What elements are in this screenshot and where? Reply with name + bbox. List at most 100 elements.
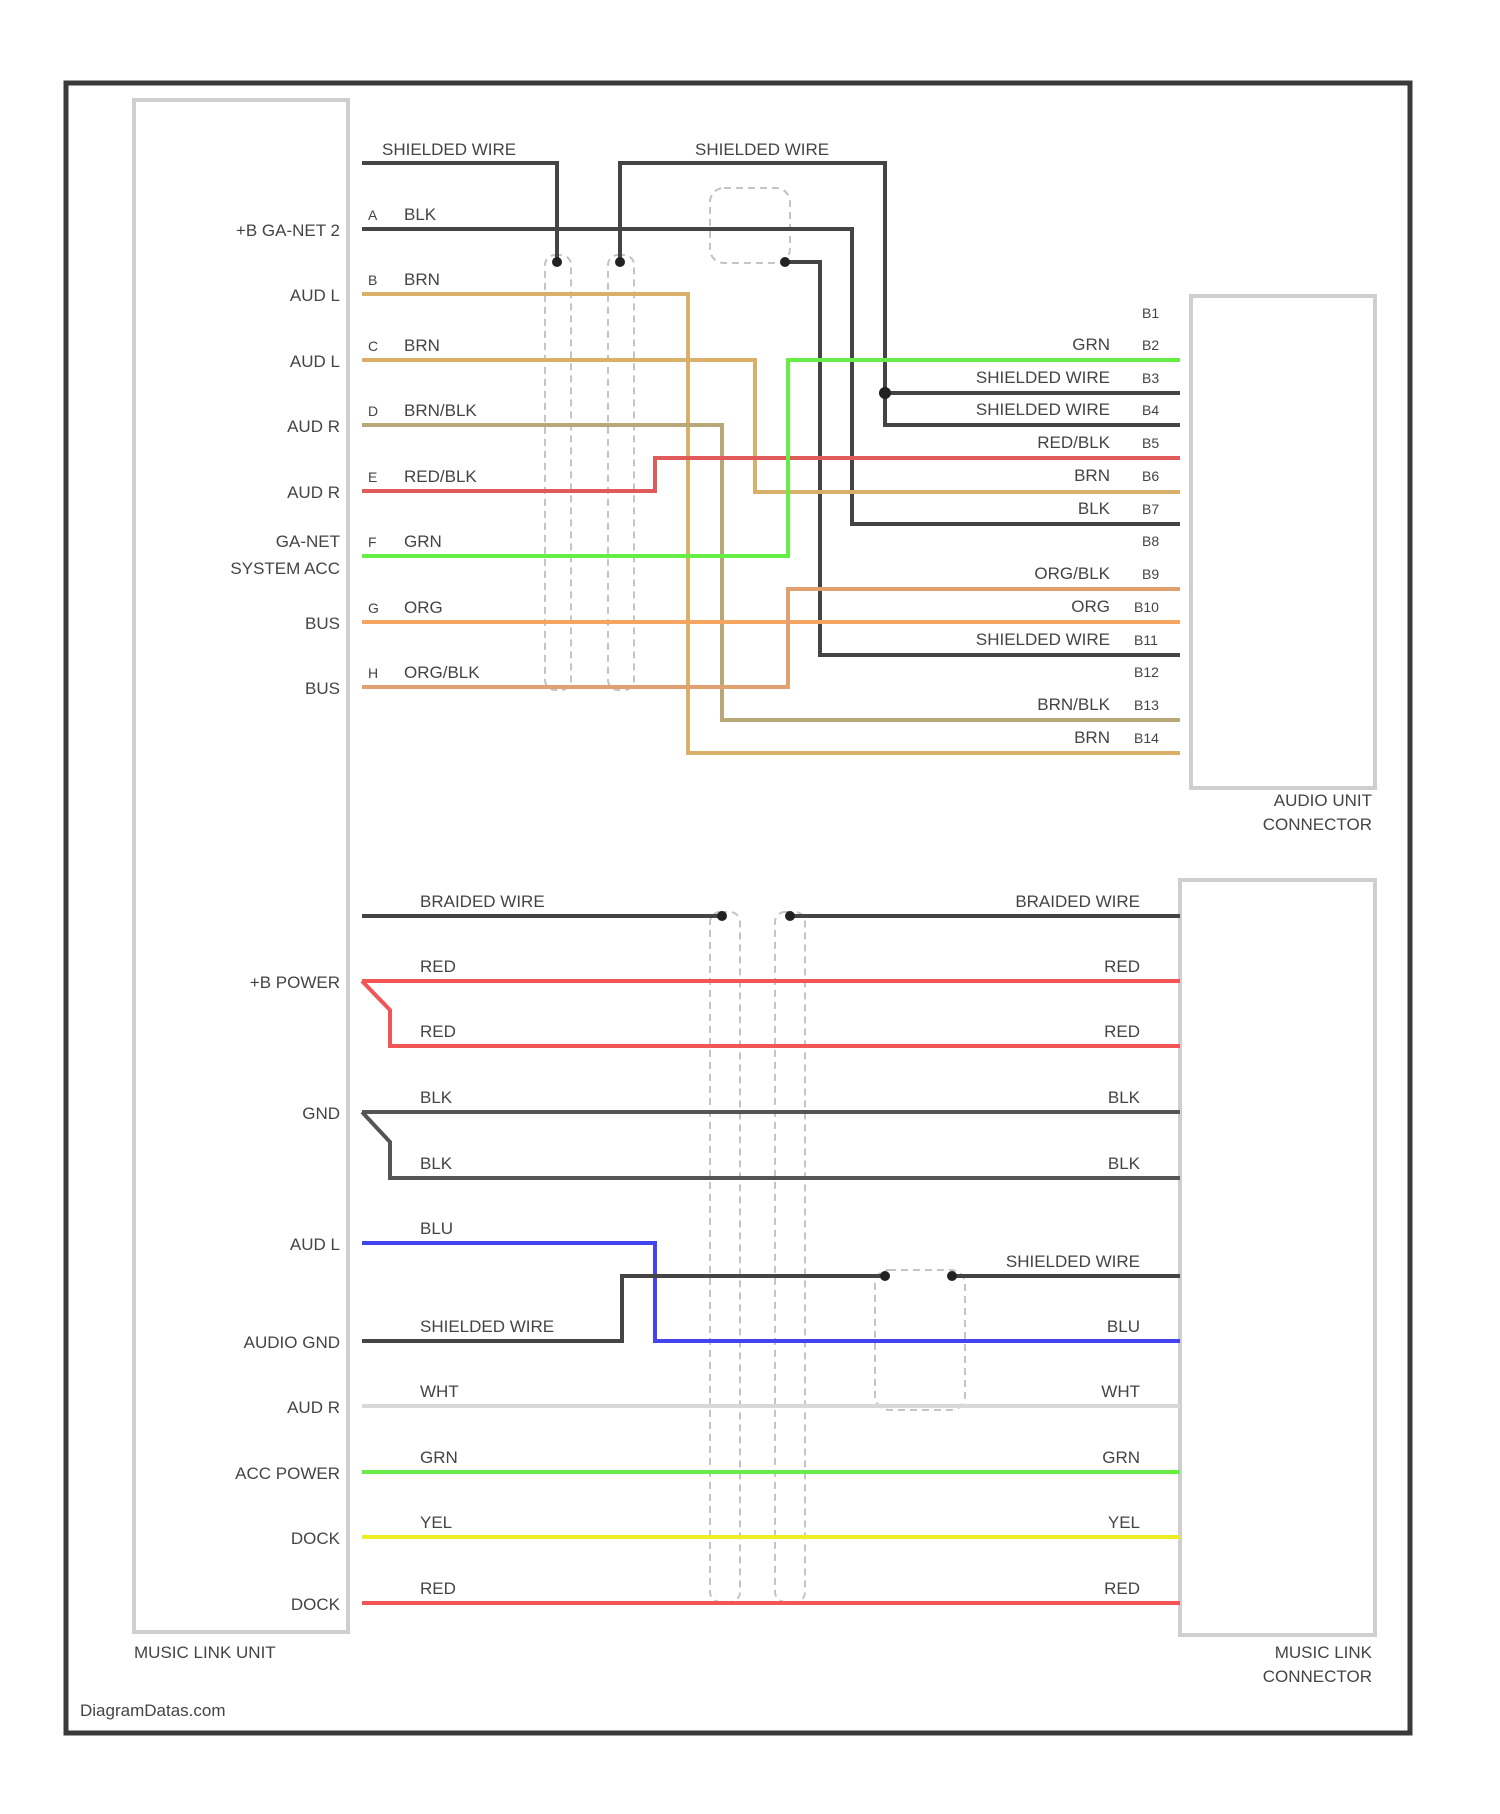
connector-pin: B3 bbox=[1142, 370, 1159, 386]
connector-pin: B14 bbox=[1134, 730, 1159, 746]
pin-label: AUD L bbox=[290, 1235, 340, 1254]
wire-color-label: RED bbox=[420, 1022, 456, 1041]
splice-dot bbox=[947, 1271, 957, 1281]
wire-color-label: BLK bbox=[420, 1088, 453, 1107]
shield-marker bbox=[775, 912, 805, 1602]
pin-label: SYSTEM ACC bbox=[230, 559, 340, 578]
wire-blk-2 bbox=[362, 1112, 1180, 1178]
wire-color-label: YEL bbox=[1108, 1513, 1140, 1532]
music-link-connector-title: MUSIC LINK bbox=[1275, 1643, 1373, 1662]
pin-label: AUD L bbox=[290, 352, 340, 371]
splice-dot bbox=[717, 911, 727, 921]
pin-label: AUD R bbox=[287, 483, 340, 502]
bottom-right-wire-labels: BRAIDED WIRE RED RED BLK BLK SHIELDED WI… bbox=[1006, 892, 1141, 1598]
audio-unit-connector-title: CONNECTOR bbox=[1263, 815, 1372, 834]
wire-color-label: GRN bbox=[1102, 1448, 1140, 1467]
connector-pin: B6 bbox=[1142, 468, 1159, 484]
audio-unit-connector-box bbox=[1191, 296, 1375, 788]
splice-dot bbox=[879, 387, 891, 399]
connector-pin: B1 bbox=[1142, 305, 1159, 321]
pin-label: GA-NET bbox=[276, 532, 340, 551]
wire-color-label: BRN bbox=[1074, 728, 1110, 747]
pin-label: BUS bbox=[305, 614, 340, 633]
connector-pin: B11 bbox=[1134, 632, 1158, 648]
pin-label: AUD R bbox=[287, 1398, 340, 1417]
pin-label: DOCK bbox=[291, 1595, 341, 1614]
wire-color-label: BRN bbox=[1074, 466, 1110, 485]
footer-watermark: DiagramDatas.com bbox=[80, 1701, 226, 1720]
wire-color-label: BLU bbox=[1107, 1317, 1140, 1336]
wire-color-label: WHT bbox=[420, 1382, 459, 1401]
wire-color-label: ORG/BLK bbox=[404, 663, 480, 682]
music-link-connector-title: CONNECTOR bbox=[1263, 1667, 1372, 1686]
wire-color-label: SHIELDED WIRE bbox=[382, 140, 516, 159]
pin-label: +B POWER bbox=[250, 973, 340, 992]
top-left-wire-labels: SHIELDED WIRE A BLK B BRN C BRN D BRN/BL… bbox=[368, 140, 829, 682]
connector-pin: B13 bbox=[1134, 697, 1159, 713]
pin-label: +B GA-NET 2 bbox=[236, 221, 340, 240]
wire-color-label: BLK bbox=[420, 1154, 453, 1173]
wire-color-label: GRN bbox=[420, 1448, 458, 1467]
wire-color-label: YEL bbox=[420, 1513, 452, 1532]
wire-color-label: RED bbox=[1104, 957, 1140, 976]
wire-color-label: BRN bbox=[404, 270, 440, 289]
splice-dot bbox=[615, 257, 625, 267]
wire-color-label: BRN/BLK bbox=[1037, 695, 1110, 714]
pin-letter: H bbox=[368, 665, 378, 681]
top-right-wire-labels: GRN SHIELDED WIRE SHIELDED WIRE RED/BLK … bbox=[976, 335, 1111, 747]
splice-dot bbox=[880, 1271, 890, 1281]
wire-color-label: ORG bbox=[1071, 597, 1110, 616]
wire-color-label: SHIELDED WIRE bbox=[695, 140, 829, 159]
wire-color-label: SHIELDED WIRE bbox=[1006, 1252, 1140, 1271]
wire-color-label: BRAIDED WIRE bbox=[420, 892, 545, 911]
wire-color-label: BLK bbox=[1108, 1088, 1141, 1107]
wire-color-label: BLU bbox=[420, 1219, 453, 1238]
shield-marker bbox=[608, 255, 634, 690]
wire-color-label: BRN/BLK bbox=[404, 401, 477, 420]
wire-color-label: SHIELDED WIRE bbox=[976, 368, 1110, 387]
pin-letter: F bbox=[368, 534, 377, 550]
splice-dot bbox=[552, 257, 562, 267]
wire-shielded-drain-1 bbox=[362, 163, 557, 262]
connector-pin: B4 bbox=[1142, 402, 1159, 418]
music-link-unit-title: MUSIC LINK UNIT bbox=[134, 1643, 276, 1662]
wire-color-label: SHIELDED WIRE bbox=[420, 1317, 554, 1336]
wire-color-label: BRN bbox=[404, 336, 440, 355]
connector-pin: B7 bbox=[1142, 501, 1159, 517]
audio-unit-connector-title: AUDIO UNIT bbox=[1274, 791, 1372, 810]
pin-letter: D bbox=[368, 403, 378, 419]
music-link-connector-box bbox=[1180, 880, 1375, 1635]
shield-marker bbox=[710, 912, 740, 1602]
pin-label: GND bbox=[302, 1104, 340, 1123]
pin-letter: B bbox=[368, 272, 377, 288]
shield-marker bbox=[545, 255, 571, 690]
wire-color-label: SHIELDED WIRE bbox=[976, 400, 1110, 419]
pin-label: BUS bbox=[305, 679, 340, 698]
connector-pin: B12 bbox=[1134, 664, 1159, 680]
wire-color-label: ORG/BLK bbox=[1034, 564, 1110, 583]
pin-letter: A bbox=[368, 207, 378, 223]
wire-color-label: SHIELDED WIRE bbox=[976, 630, 1110, 649]
connector-pin: B9 bbox=[1142, 566, 1159, 582]
pin-letter: G bbox=[368, 600, 379, 616]
shield-marker bbox=[710, 188, 790, 263]
wire-color-label: GRN bbox=[404, 532, 442, 551]
wire-color-label: ORG bbox=[404, 598, 443, 617]
splice-dot bbox=[785, 911, 795, 921]
wire-color-label: RED bbox=[420, 957, 456, 976]
pin-letter: E bbox=[368, 469, 377, 485]
connector-pin: B8 bbox=[1142, 533, 1159, 549]
wire-color-label: RED bbox=[420, 1579, 456, 1598]
pin-label: AUD R bbox=[287, 417, 340, 436]
pin-label: DOCK bbox=[291, 1529, 341, 1548]
wire-color-label: BLK bbox=[404, 205, 437, 224]
wire-color-label: WHT bbox=[1101, 1382, 1140, 1401]
wire-color-label: RED/BLK bbox=[1037, 433, 1110, 452]
connector-pin: B5 bbox=[1142, 435, 1159, 451]
connector-pin: B2 bbox=[1142, 337, 1159, 353]
pin-label: AUD L bbox=[290, 286, 340, 305]
wire-color-label: BLK bbox=[1078, 499, 1111, 518]
wire-color-label: RED bbox=[1104, 1579, 1140, 1598]
wire-color-label: BLK bbox=[1108, 1154, 1141, 1173]
